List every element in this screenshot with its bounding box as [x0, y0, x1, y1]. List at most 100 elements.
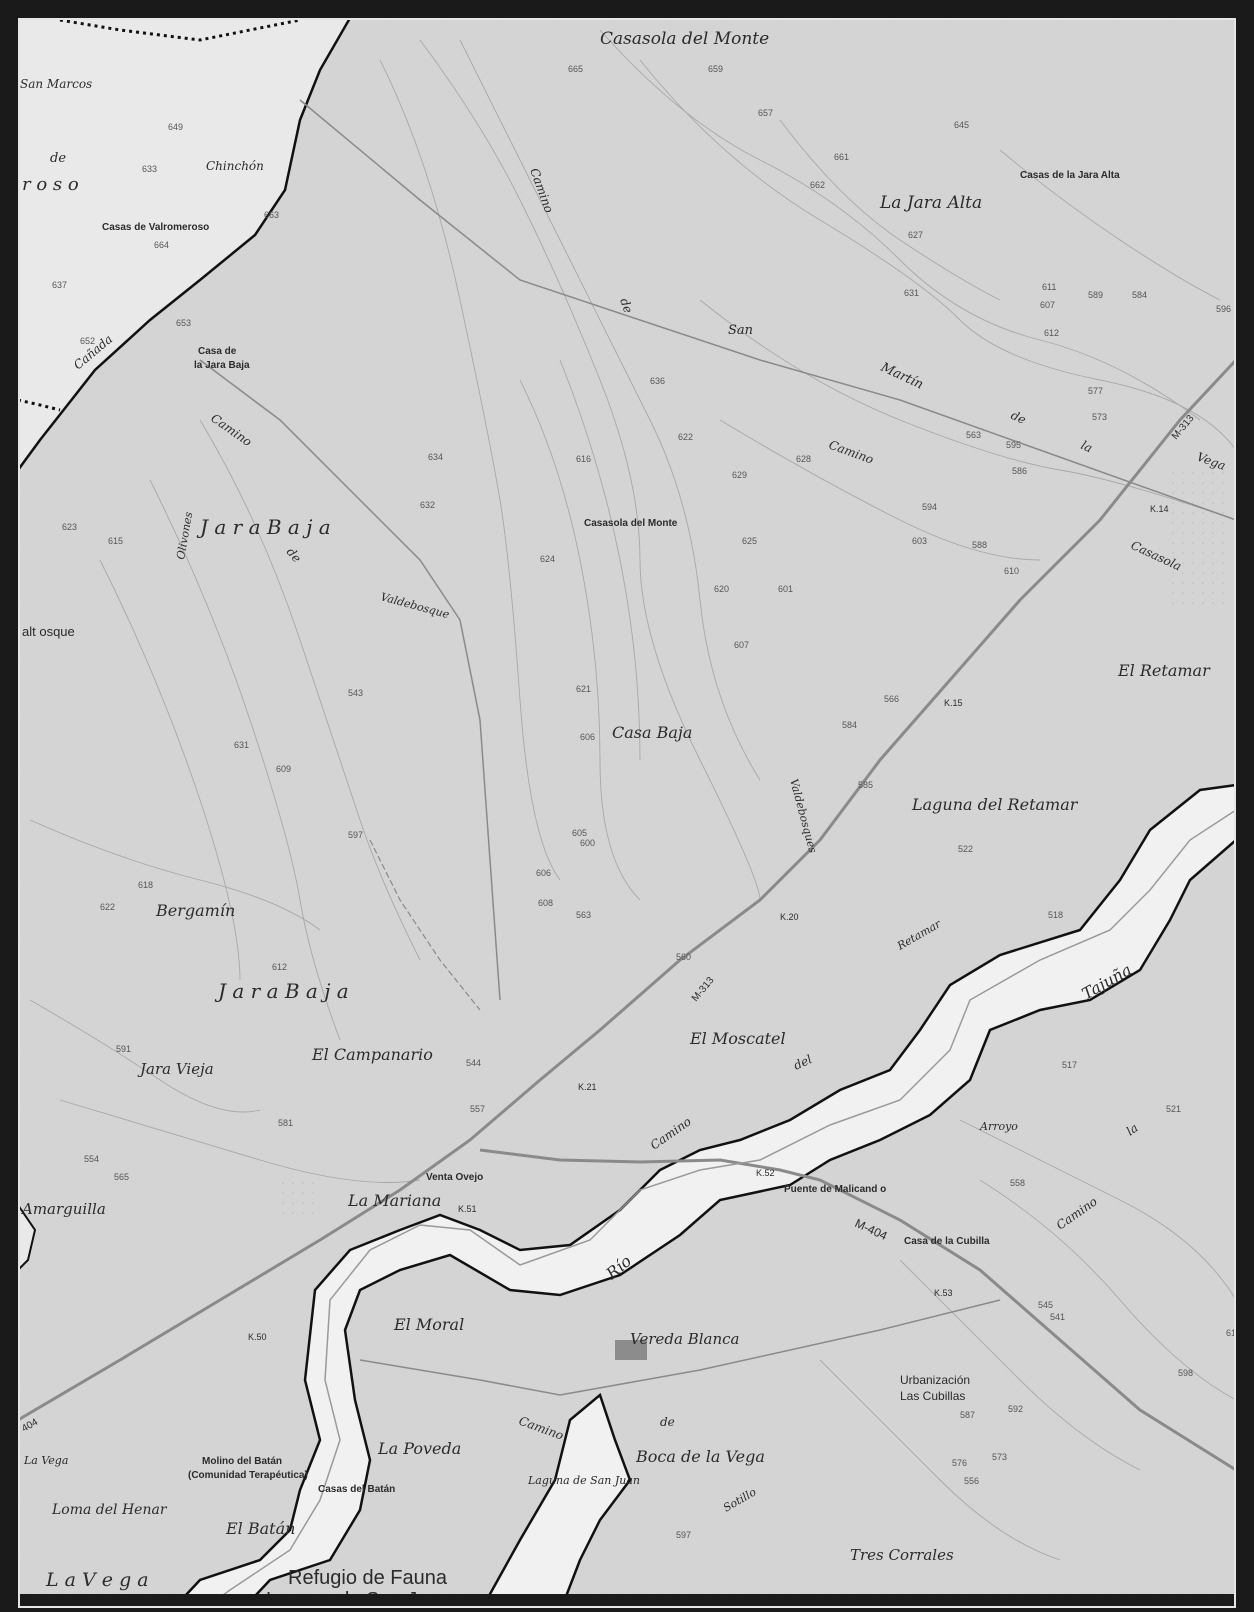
spot-height: 586 [1012, 466, 1027, 476]
label-k21: K.21 [578, 1082, 597, 1092]
spot-height: 659 [708, 64, 723, 74]
spot-height: 560 [676, 952, 691, 962]
spot-height: 563 [966, 430, 981, 440]
label-la-poveda: La Poveda [377, 1439, 461, 1458]
river-protected-band-east [168, 783, 1238, 1612]
label-vereda-blanca: Vereda Blanca [630, 1330, 739, 1348]
spot-height: 573 [992, 1452, 1007, 1462]
spot-height: 597 [348, 830, 363, 840]
label-refugio: Refugio de Fauna [288, 1567, 448, 1589]
spot-height: 631 [234, 740, 249, 750]
spot-height: 584 [1132, 290, 1147, 300]
spot-height: 611 [1042, 282, 1056, 292]
label-casa-jara-baja: Casa de [198, 346, 237, 357]
label-laguna-retamar: Laguna del Retamar [911, 795, 1079, 814]
label-la-1: la [1079, 438, 1095, 455]
spot-height: 608 [538, 898, 553, 908]
label-k53: K.53 [934, 1288, 953, 1298]
spot-height: 653 [176, 318, 191, 328]
label-la-vega: L a V e g a [45, 1569, 149, 1591]
label-la-vega-small: La Vega [23, 1454, 68, 1467]
label-de-2: de [617, 296, 635, 315]
label-k14: K.14 [1150, 504, 1169, 514]
label-el-batan: El Batán [225, 1519, 295, 1538]
place-labels: Casasola del Monte San Marcos de r o s o… [20, 29, 1227, 1611]
label-urbanizacion: Urbanización [900, 1373, 970, 1387]
label-casa-baja: Casa Baja [612, 723, 692, 742]
label-k20: K.20 [780, 912, 799, 922]
spot-height: 587 [960, 1410, 975, 1420]
label-venta-ovejo: Venta Ovejo [426, 1172, 483, 1183]
spot-height: 622 [678, 432, 693, 442]
spot-height: 628 [796, 454, 811, 464]
spot-height: 665 [568, 64, 583, 74]
spot-height: 607 [1040, 300, 1055, 310]
label-k51: K.51 [458, 1204, 477, 1214]
spot-height: 554 [84, 1154, 99, 1164]
label-chinchon: Chinchón [206, 159, 264, 173]
spot-height: 652 [80, 336, 95, 346]
boundary-dotted-left [17, 398, 61, 412]
spot-height: 517 [1062, 1060, 1077, 1070]
spot-height: 576 [952, 1458, 967, 1468]
spot-height: 592 [1008, 1404, 1023, 1414]
spot-height: 598 [1178, 1368, 1193, 1378]
spot-height: 603 [912, 536, 927, 546]
spot-height: 618 [138, 880, 153, 890]
label-altosque: alt osque [22, 624, 75, 639]
label-tres-corrales: Tres Corrales [850, 1546, 954, 1564]
spot-height: 589 [1088, 290, 1103, 300]
road-m404 [479, 1148, 1237, 1472]
spot-height: 615 [108, 536, 123, 546]
spot-height: 634 [428, 452, 443, 462]
label-el-moscatel: El Moscatel [689, 1029, 786, 1048]
spot-height: 600 [580, 838, 595, 848]
spot-height: 606 [536, 868, 551, 878]
spot-height: 637 [52, 280, 67, 290]
label-k50: K.50 [248, 1332, 267, 1342]
road-valdebosque [369, 839, 481, 1011]
spot-height: 521 [1166, 1104, 1181, 1114]
spot-height: 594 [922, 502, 937, 512]
label-el-moral: El Moral [393, 1315, 464, 1334]
spot-height: 585 [858, 780, 873, 790]
road-m313 [17, 358, 1238, 1422]
spot-height: 612 [272, 962, 287, 972]
spot-height: 566 [884, 694, 899, 704]
roads [17, 99, 1238, 1472]
label-san-marcos: San Marcos [20, 77, 92, 91]
label-la-jara-alta: La Jara Alta [879, 193, 982, 213]
label-bergamin: Bergamín [155, 901, 235, 920]
label-san: San [728, 323, 753, 338]
spot-height: 633 [142, 164, 157, 174]
label-la-mariana: La Mariana [347, 1191, 441, 1210]
label-k52: K.52 [756, 1168, 775, 1178]
spot-height: 609 [276, 764, 291, 774]
spot-height: 606 [580, 732, 595, 742]
label-casasola-top: Casasola del Monte [600, 29, 769, 49]
spot-height: 591 [116, 1044, 131, 1054]
spot-height: 636 [650, 376, 665, 386]
spot-height: 565 [114, 1172, 129, 1182]
label-loma-henar: Loma del Henar [51, 1502, 168, 1518]
spot-height: 662 [810, 180, 825, 190]
spot-height: 622 [100, 902, 115, 912]
spot-height: 621 [576, 684, 591, 694]
spot-height: 573 [1092, 412, 1107, 422]
label-casas-jara-alta: Casas de la Jara Alta [1020, 170, 1120, 181]
outside-area-nw [16, 16, 353, 474]
label-boca-vega: Boca de la Vega [635, 1447, 765, 1466]
spot-height: 610 [1004, 566, 1019, 576]
pond [615, 1340, 647, 1360]
label-casas-valromeroso: Casas de Valromeroso [102, 222, 209, 233]
spot-height: 595 [1006, 440, 1021, 450]
spot-height: 612 [1044, 328, 1059, 338]
label-casa-cubilla: Casa de la Cubilla [904, 1236, 990, 1247]
spot-height: 601 [778, 584, 793, 594]
spot-height: 544 [466, 1058, 481, 1068]
boundary-dotted-top [59, 18, 301, 42]
river-tajuna [199, 809, 1237, 1612]
spot-height: 663 [264, 210, 279, 220]
label-las-cubillas: Las Cubillas [900, 1389, 965, 1403]
